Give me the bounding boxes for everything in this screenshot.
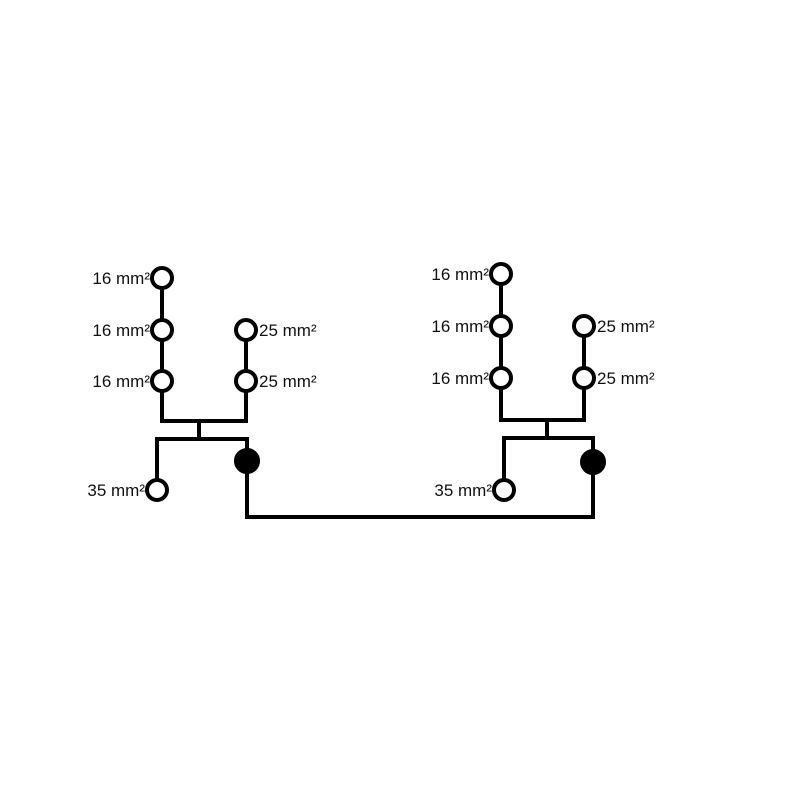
terminal-left-25-1 xyxy=(234,318,258,342)
terminal-left-35 xyxy=(145,478,169,502)
terminals xyxy=(145,262,606,502)
wires xyxy=(155,272,595,519)
label-left-25-2: 25 mm² xyxy=(259,372,317,391)
label-left-16-2: 16 mm² xyxy=(92,321,150,340)
terminal-left-16-1 xyxy=(150,266,174,290)
label-left-25-1: 25 mm² xyxy=(259,321,317,340)
terminal-right-35 xyxy=(492,478,516,502)
label-right-16-2: 16 mm² xyxy=(431,317,489,336)
junction-left-solid xyxy=(234,448,260,474)
labels: 16 mm² 16 mm² 16 mm² 25 mm² 25 mm² 35 mm… xyxy=(87,265,655,500)
terminal-left-25-2 xyxy=(234,369,258,393)
label-right-35: 35 mm² xyxy=(434,481,492,500)
label-right-25-2: 25 mm² xyxy=(597,369,655,388)
label-left-16-1: 16 mm² xyxy=(92,269,150,288)
label-right-16-3: 16 mm² xyxy=(431,369,489,388)
terminal-left-16-2 xyxy=(150,318,174,342)
label-left-16-3: 16 mm² xyxy=(92,372,150,391)
label-left-35: 35 mm² xyxy=(87,481,145,500)
terminal-left-16-3 xyxy=(150,369,174,393)
junction-right-solid xyxy=(580,449,606,475)
terminal-right-25-2 xyxy=(572,366,596,390)
label-right-16-1: 16 mm² xyxy=(431,265,489,284)
terminal-right-25-1 xyxy=(572,314,596,338)
terminal-right-16-3 xyxy=(489,366,513,390)
label-right-25-1: 25 mm² xyxy=(597,317,655,336)
terminal-right-16-1 xyxy=(489,262,513,286)
terminal-right-16-2 xyxy=(489,314,513,338)
